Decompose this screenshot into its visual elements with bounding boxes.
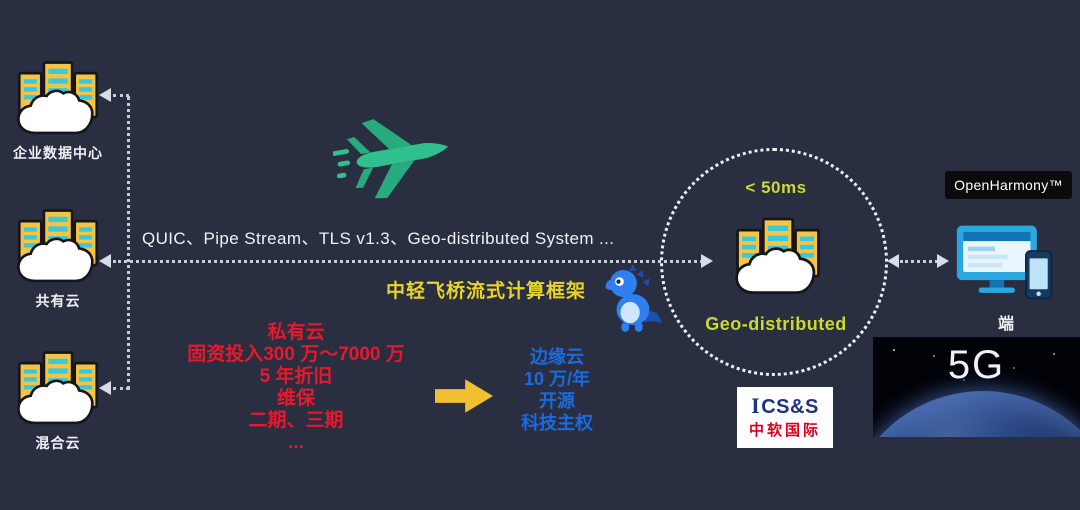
cloud-server-icon	[14, 54, 102, 138]
cost-line: 5 年折旧	[259, 366, 333, 387]
edge-line: 开源	[539, 391, 575, 411]
cost-line: 维保	[276, 388, 315, 409]
arrowhead-left-icon	[99, 381, 111, 395]
node-hybrid-cloud: 混合云	[10, 344, 106, 453]
node-label: 混合云	[35, 435, 81, 451]
connector-line-bottom	[113, 387, 129, 390]
cost-line: ...	[288, 432, 304, 453]
edge-line: 科技主权	[521, 413, 593, 433]
csas-logo-chinese: 中软国际	[748, 422, 821, 439]
edge-cloud-block: 边缘云 10 万/年 开源 科技主权	[492, 346, 622, 434]
edge-line: 边缘云	[530, 347, 584, 367]
node-label: 共有云	[35, 293, 81, 309]
earth-graphic	[873, 391, 1080, 437]
geo-distributed-circle	[660, 148, 888, 376]
protocols-text: QUIC、Pipe Stream、TLS v1.3、Geo-distribute…	[142, 229, 615, 248]
airplane-icon	[333, 106, 457, 202]
edge-line: 10 万/年	[523, 369, 591, 389]
node-enterprise-datacenter: 企业数据中心	[10, 54, 106, 163]
cost-line: 二期、三期	[248, 410, 344, 431]
dinosaur-mascot-icon	[605, 264, 662, 332]
cloud-server-icon	[14, 344, 102, 428]
cost-line: 私有云	[267, 322, 325, 343]
csas-logo-i: I	[751, 393, 761, 418]
node-public-cloud: 共有云	[10, 202, 106, 311]
stars-graphic	[893, 349, 895, 351]
transition-arrow-icon	[435, 379, 493, 413]
arrowhead-left-icon	[99, 88, 111, 102]
device-endpoint-label: 端	[997, 316, 1014, 333]
csas-logo: ICS&S 中软国际	[737, 387, 833, 448]
arrowhead-left-icon	[99, 254, 111, 268]
csas-logo-name: CS&S	[761, 396, 819, 418]
arrowhead-right-icon	[937, 254, 949, 268]
cloud-server-icon	[732, 210, 824, 298]
connector-line-top	[113, 94, 129, 97]
latency-label: < 50ms	[745, 178, 807, 197]
vertical-connector-line	[127, 96, 130, 390]
openharmony-logo: OpenHarmony™	[945, 171, 1072, 199]
monitor-phone-icon	[955, 222, 1055, 302]
5g-label: 5G	[947, 343, 1006, 387]
node-label: 企业数据中心	[13, 145, 103, 161]
private-cloud-cost-block: 私有云 固资投入300 万～7000 万 5 年折旧 维保 二期、三期 ...	[155, 322, 437, 454]
circle-to-device-line	[900, 260, 938, 263]
arrowhead-left-icon	[887, 254, 899, 268]
geo-distributed-label: Geo-distributed	[705, 314, 847, 334]
5g-earth-image: 5G	[873, 337, 1080, 437]
csas-logo-latin: ICS&S	[751, 393, 819, 419]
cost-line: 固资投入300 万～7000 万	[187, 344, 405, 365]
framework-label: 中轻飞桥流式计算框架	[386, 281, 587, 302]
cloud-server-icon	[14, 202, 102, 286]
main-flow-line	[113, 260, 703, 263]
